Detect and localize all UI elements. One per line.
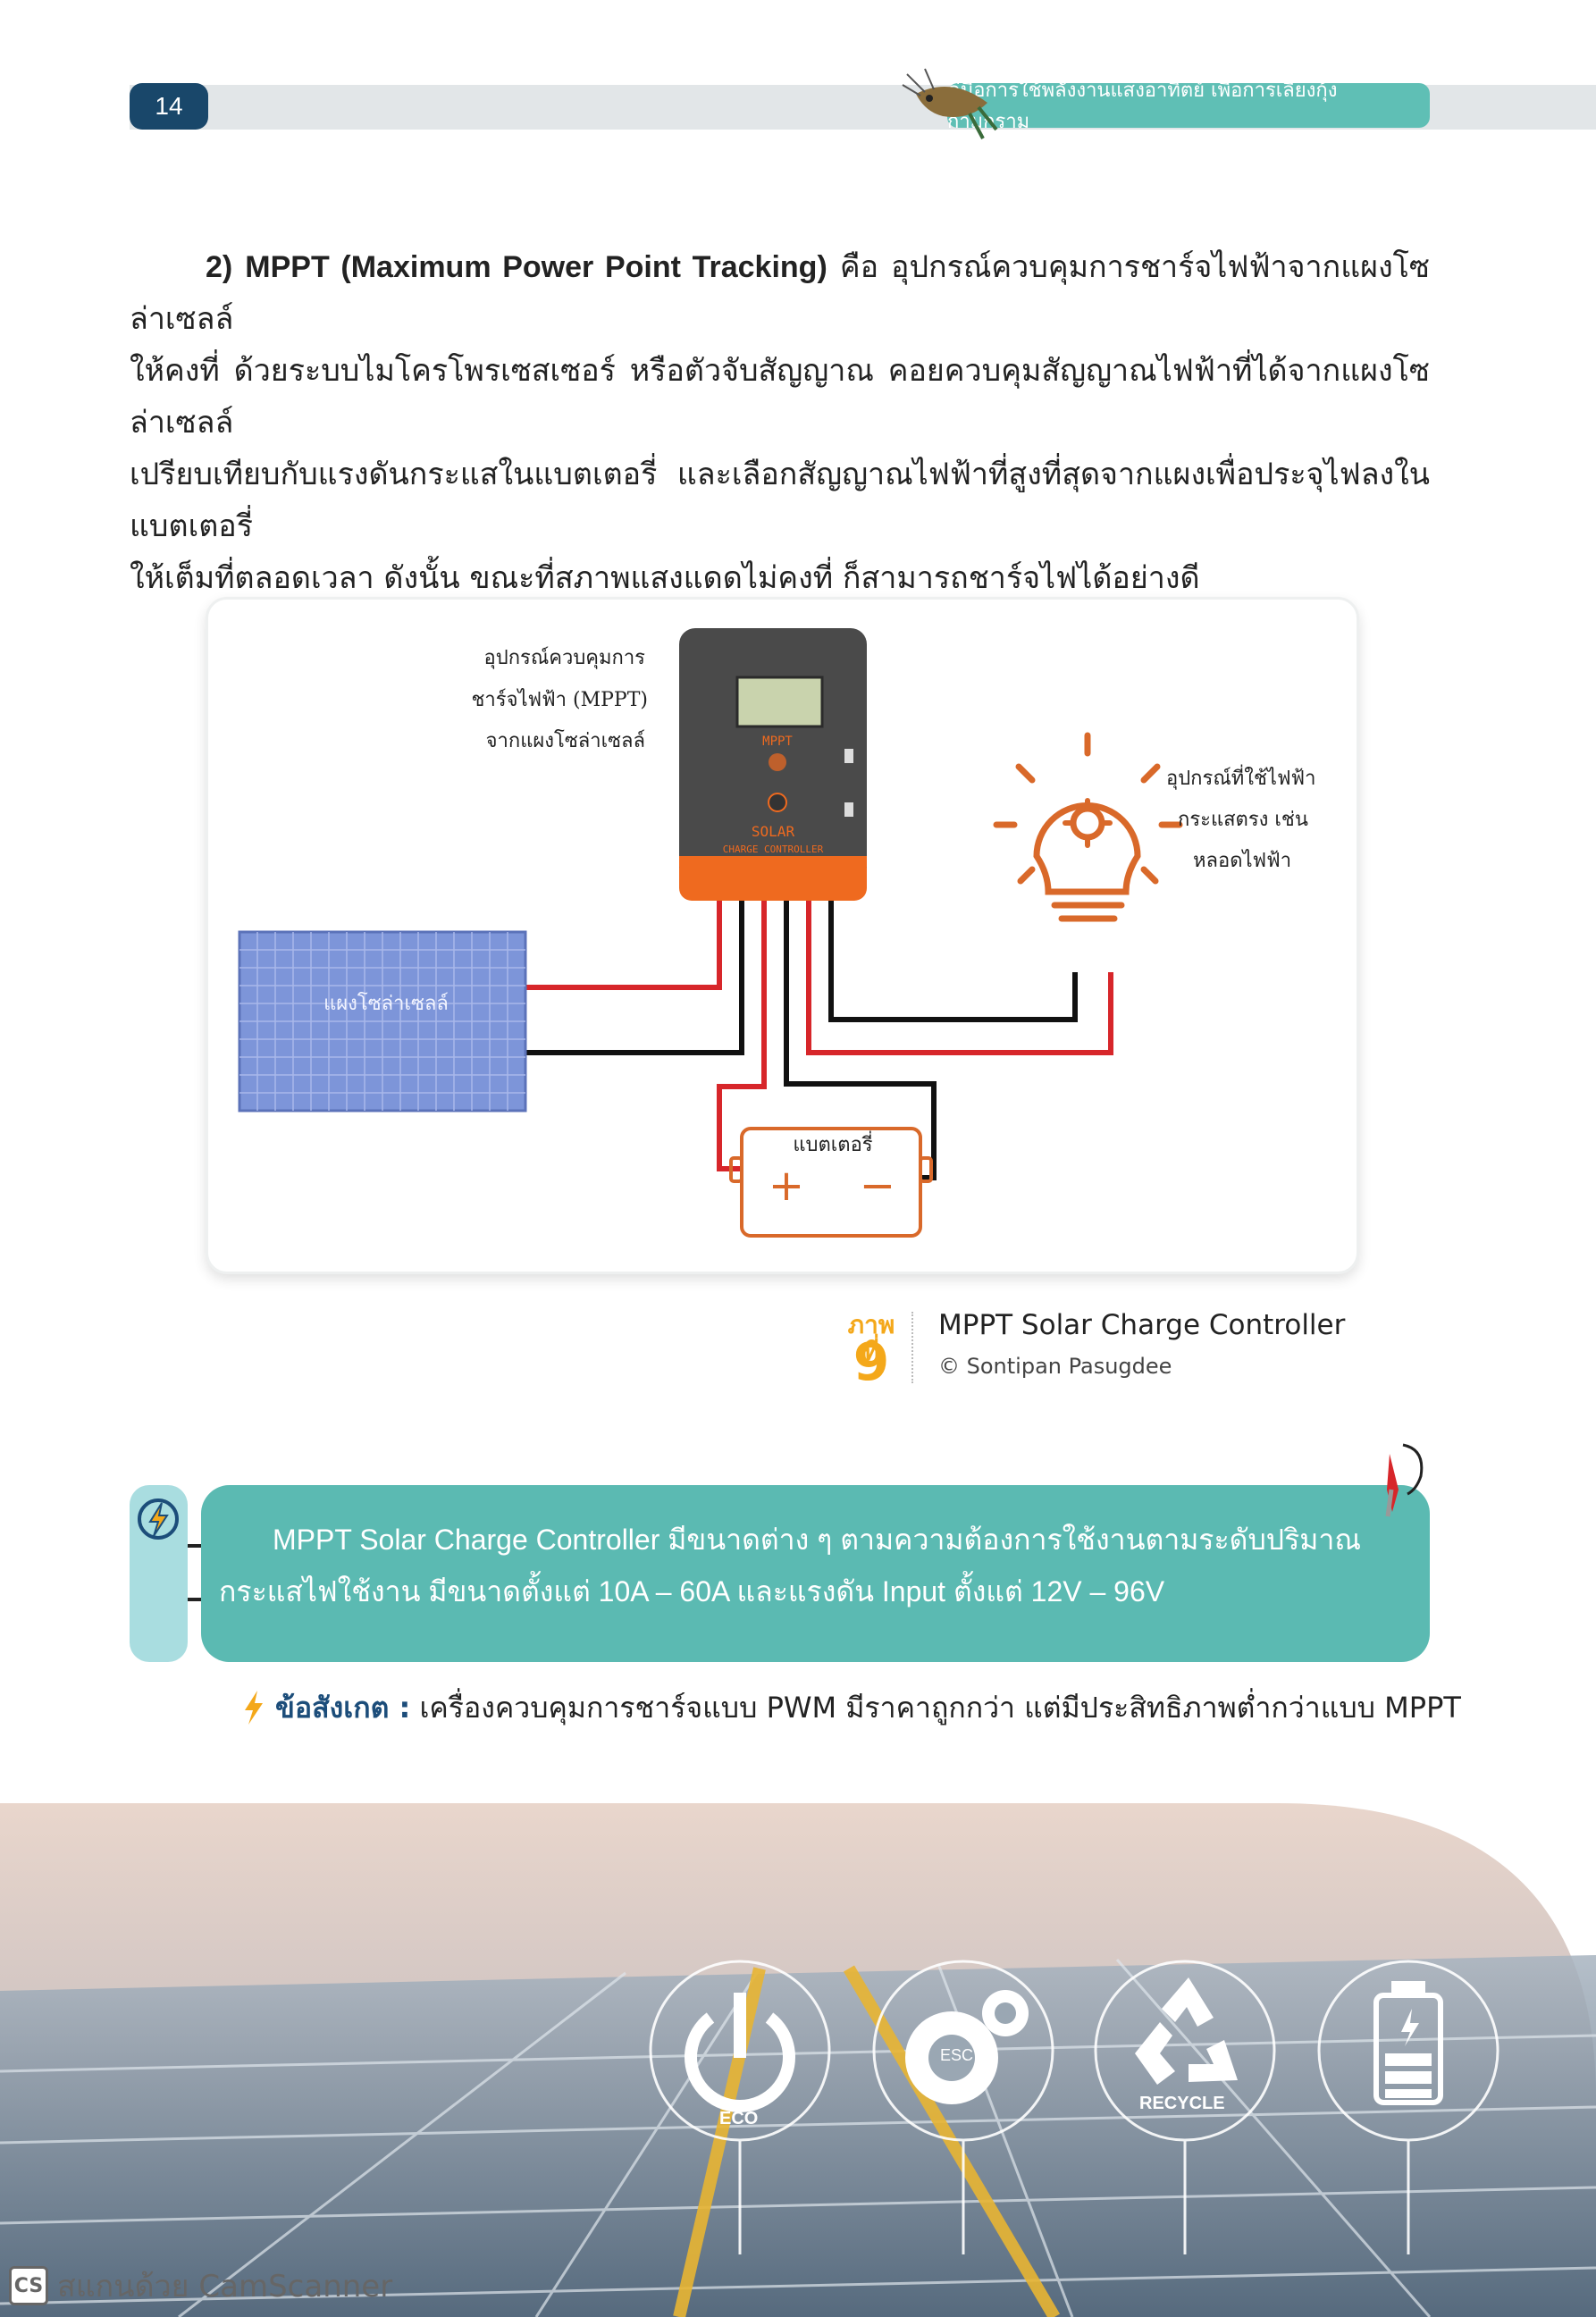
caption-credit: © Sontipan Pasugdee [938,1354,1172,1379]
recycle-label: RECYCLE [1139,2094,1225,2113]
gear-icon [905,1990,1029,2104]
battery-label: แบตเตอรี่ [793,1130,872,1156]
device-brand-line-2: CHARGE CONTROLLER [723,844,824,855]
wire-panel-positive [525,901,722,990]
info-box [201,1485,1430,1662]
mppt-controller-device [679,628,867,901]
term-mppt: MPPT (Maximum Power Point Tracking) [245,250,827,284]
controller-label-2: ชาร์จไฟฟ้า (MPPT) [471,688,648,711]
solar-farm-photo: ECO ESC RECYCLE [0,1803,1596,2317]
wire-panel-negative [525,901,744,1055]
header-title: คู่มือการใช้พลังงานแสงอาทิตย์ เพื่อการเล… [947,80,1430,133]
load-label-3: หลอดไฟฟ้า [1193,849,1291,872]
camscanner-badge: CS [9,2266,48,2305]
body-line-1: คือ อุปกรณ์ควบคุมการชาร์จไฟฟ้าจากแผงโซล่… [130,249,1431,337]
note: ข้อสังเกต : เครื่องควบคุมการชาร์จแบบ PWM… [241,1685,1464,1730]
battery-level-bars [1385,2009,1432,2098]
battery-plus: + [769,1161,804,1211]
body-line-4: ให้เต็มที่ตลอดเวลา ดังนั้น ขณะที่สภาพแสง… [130,560,1200,596]
wire-battery-positive [717,901,767,1171]
caption-number: 9 [853,1331,890,1392]
camscanner-watermark: CS สแกนด้วย CamScanner [9,2263,392,2308]
info-line-1: MPPT Solar Charge Controller มีขนาดต่าง … [273,1524,1361,1556]
body-line-3: เปรียบเทียบกับแรงดันกระแสในแบตเตอรี่ และ… [130,457,1430,544]
load-label-1: อุปกรณ์ที่ใช้ไฟฟ้า [1166,764,1315,790]
wire-load-negative [828,901,1078,1022]
info-text: MPPT Solar Charge Controller มีขนาดต่าง … [219,1514,1416,1617]
eco-label: ECO [719,2109,759,2128]
battery-icon [729,1127,933,1238]
body-line-2: ให้คงที่ ด้วยระบบไมโครโพรเซสเซอร์ หรือตั… [130,353,1430,441]
load-label-2: กระแสตรง เช่น [1178,809,1308,831]
note-text: เครื่องควบคุมการชาร์จแบบ PWM มีราคาถูกกว… [410,1691,1461,1725]
camscanner-text: สแกนด้วย CamScanner [57,2269,393,2304]
battery-clamp-icon [1385,1443,1424,1517]
page-number: 14 [130,83,208,130]
recycle-icon [1135,1977,1238,2085]
device-screen-text: MPPT [762,735,793,749]
shrimp-illustration-icon [902,68,998,139]
caption-title: MPPT Solar Charge Controller [938,1309,1346,1341]
controller-label-1: อุปกรณ์ควบคุมการ [484,647,646,669]
wire-load-positive [806,901,1113,1055]
note-keyword: ข้อสังเกต : [275,1691,411,1725]
info-line-2: กระแสไฟใช้งาน มีขนาดตั้งแต่ 10A – 60A แล… [219,1575,1165,1608]
list-prefix: 2) [206,250,233,284]
esc-label: ESC [940,2046,974,2064]
device-brand-line-1: SOLAR [752,823,795,840]
light-bulb-icon [993,732,1183,922]
battery-minus: − [860,1161,895,1211]
connector-tick-1 [188,1544,202,1548]
solar-panel-icon [238,930,527,1112]
panel-label: แผงโซล่าเซลล์ [323,992,449,1015]
lightning-bolt-icon [138,1498,179,1540]
power-icon [685,1993,795,2112]
connector-tick-2 [188,1598,202,1601]
solar-farm-illustration [0,1803,1596,2317]
note-bolt-icon [245,1691,263,1725]
battery-charge-icon [1373,1981,1443,2105]
mppt-wiring-diagram: แผงโซล่าเซลล์ MPPT SOLAR CHARGE CONTROLL… [238,628,1315,1238]
caption-separator [911,1312,913,1383]
controller-label-3: จากแผงโซล่าเซลล์ [486,729,645,752]
caption-label: ภาพที่ [847,1310,895,1366]
body-paragraph: 2) MPPT (Maximum Power Point Tracking) ค… [130,241,1430,604]
